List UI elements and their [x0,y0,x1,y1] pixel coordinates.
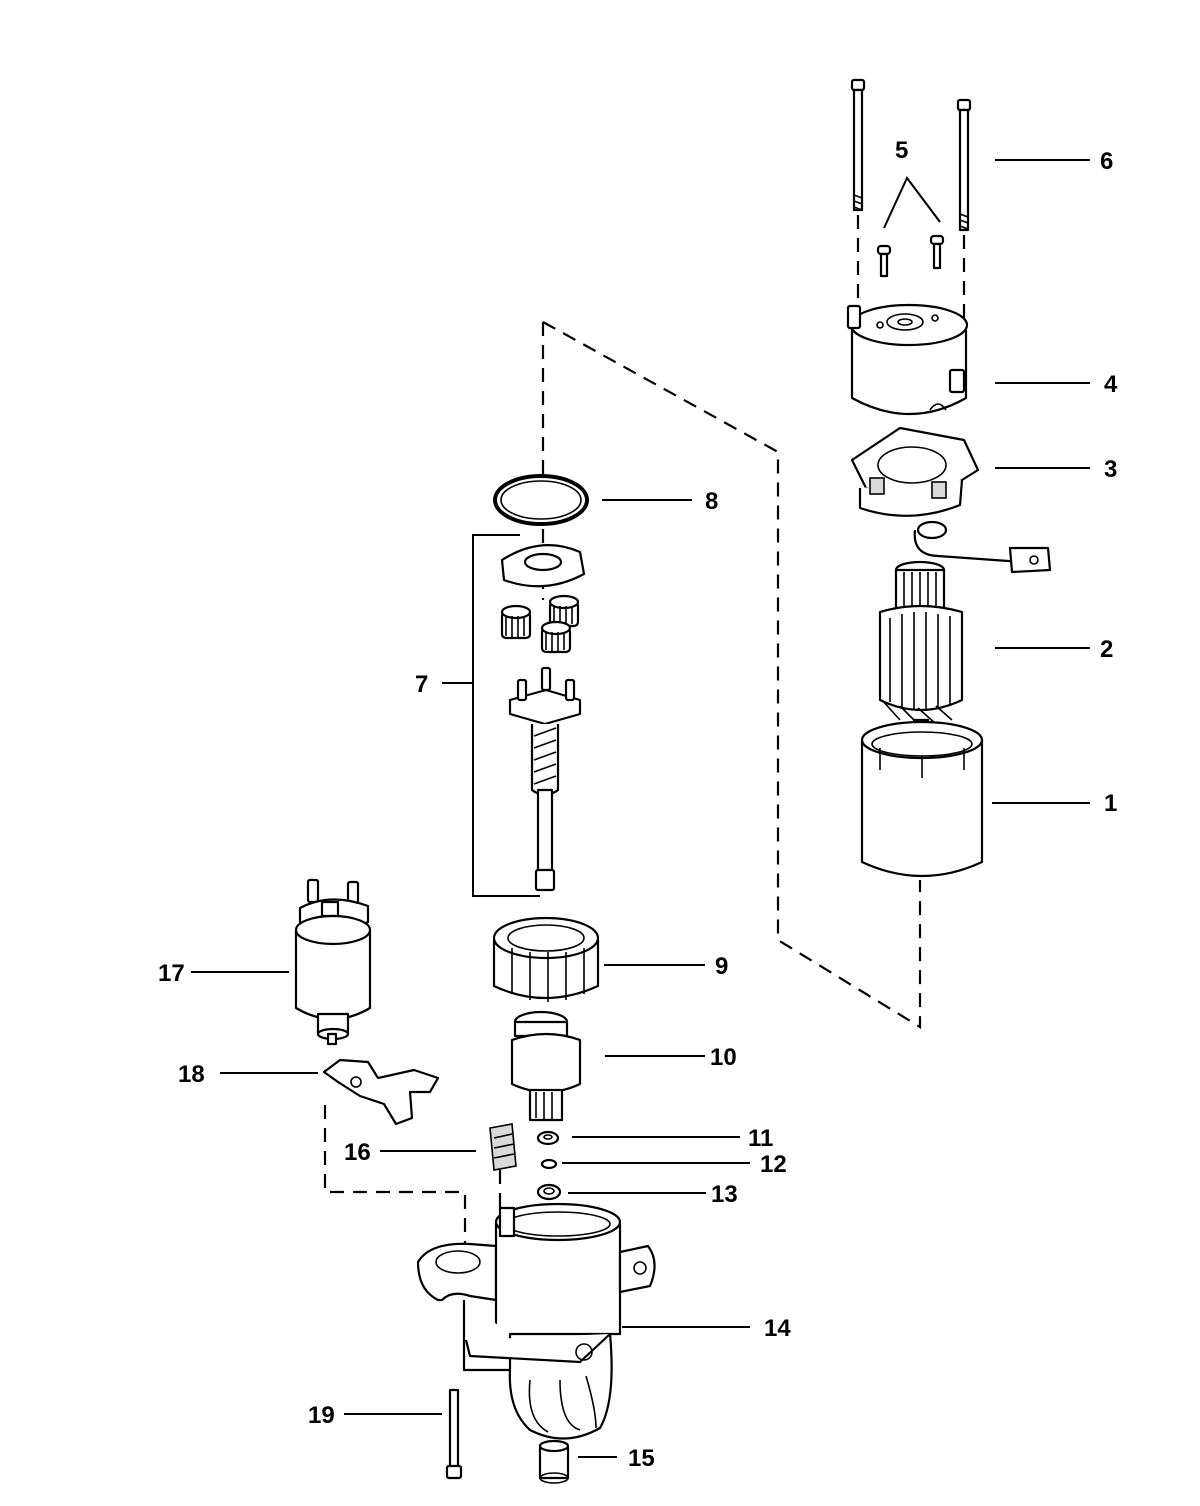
callout-3: 3 [1104,456,1117,483]
o-ring [493,474,589,526]
brush-holder [850,426,1052,574]
screws [876,176,945,278]
end-cap [846,303,969,416]
callout-4: 4 [1104,371,1118,398]
callout-12: 12 [760,1151,787,1178]
callout-9: 9 [715,953,728,980]
callout-5: 5 [895,137,908,164]
callout-8: 8 [705,488,718,515]
callout-15: 15 [628,1445,655,1472]
callout-labels: 1 2 3 4 5 6 7 8 9 10 11 12 13 14 15 16 1… [158,137,1118,1472]
bushing [538,1439,570,1484]
through-bolts [850,78,972,232]
ring-gear [492,916,600,1002]
callout-7: 7 [415,671,428,698]
spring [489,1123,517,1171]
field-frame [860,720,984,878]
shift-fork [322,1058,440,1126]
solenoid [294,878,372,1046]
planet-gears [500,594,580,654]
callout-17: 17 [158,960,185,987]
callout-11: 11 [748,1125,773,1152]
leader-lines [191,159,1090,1458]
drive-housing [416,1202,656,1440]
callout-19: 19 [308,1402,335,1429]
callout-6: 6 [1100,148,1113,175]
armature [878,560,964,734]
callout-14: 14 [764,1315,791,1342]
callout-13: 13 [711,1181,738,1208]
callout-10: 10 [710,1044,737,1071]
callout-18: 18 [178,1061,205,1088]
planetary-gear-set [472,534,586,897]
drive-pinion [510,1010,582,1122]
callout-1: 1 [1104,790,1117,817]
washers [536,1130,562,1201]
mounting-bolt [445,1388,463,1480]
callout-16: 16 [344,1139,371,1166]
callout-2: 2 [1100,636,1113,663]
